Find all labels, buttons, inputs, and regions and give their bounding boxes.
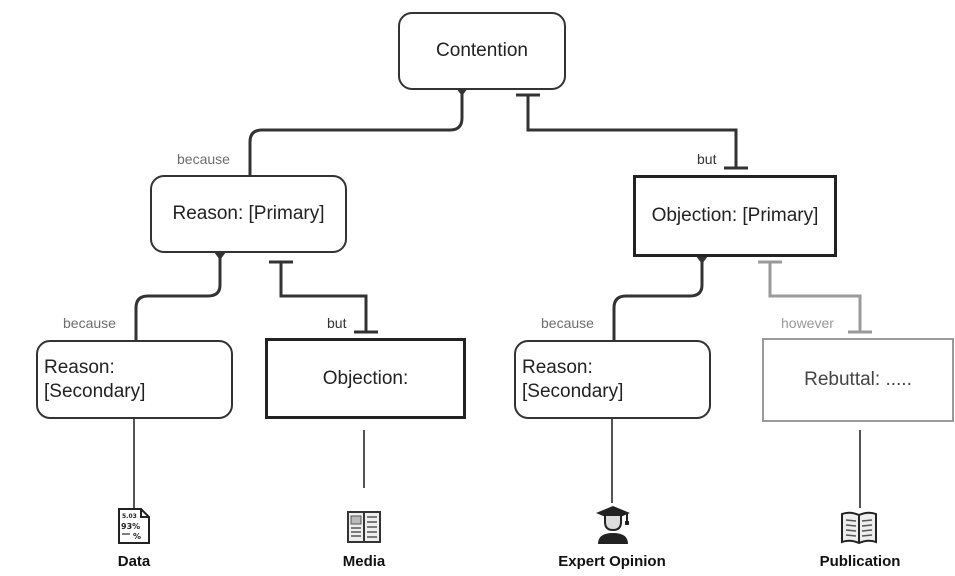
node-label: Objection: bbox=[322, 367, 409, 389]
label-however: however bbox=[781, 315, 834, 331]
resource-label-data: Data bbox=[117, 553, 151, 570]
support-marker bbox=[696, 256, 708, 264]
node-label: Reason: [Primary] bbox=[172, 203, 325, 224]
node-contention: Contention bbox=[398, 12, 566, 90]
node-rebuttal: Rebuttal: ..... bbox=[762, 338, 954, 422]
objection-line bbox=[526, 96, 738, 168]
node-objection-primary: Objection: [Primary] bbox=[633, 175, 837, 257]
newspaper-icon bbox=[346, 510, 382, 549]
label-but: but bbox=[697, 151, 717, 167]
support-line bbox=[612, 256, 704, 340]
label-because: because bbox=[63, 315, 116, 331]
node-label-line1: Reason: bbox=[44, 356, 115, 378]
label-because: because bbox=[177, 151, 230, 167]
support-line bbox=[134, 252, 222, 340]
resource-label-expert-opinion: Expert Opinion bbox=[558, 553, 666, 570]
objection-line bbox=[279, 263, 368, 332]
resource-label-publication: Publication bbox=[819, 553, 901, 570]
node-label-line2: [Secondary] bbox=[44, 380, 146, 402]
label-but: but bbox=[327, 315, 347, 331]
label-because: because bbox=[541, 315, 594, 331]
data-icon-value-2: 93% bbox=[121, 522, 140, 531]
open-book-icon bbox=[840, 510, 878, 549]
support-marker bbox=[456, 88, 468, 96]
support-line bbox=[248, 88, 464, 175]
node-reason-secondary-left: Reason: [Secondary] bbox=[36, 340, 233, 419]
node-label-line2: [Secondary] bbox=[522, 380, 624, 402]
node-reason-primary: Reason: [Primary] bbox=[150, 175, 347, 253]
data-sheet-icon: 5.03 93% % bbox=[117, 507, 151, 550]
data-icon-value-1: 5.03 bbox=[122, 513, 137, 520]
node-objection: Objection: bbox=[265, 338, 466, 419]
data-icon-value-3: % bbox=[133, 532, 141, 541]
graduate-icon bbox=[594, 504, 632, 551]
node-label-line1: Reason: bbox=[522, 356, 593, 378]
node-label: Rebuttal: ..... bbox=[804, 369, 912, 390]
node-label: Contention bbox=[436, 40, 528, 61]
node-reason-secondary-right: Reason: [Secondary] bbox=[514, 340, 711, 419]
rebuttal-line bbox=[768, 263, 862, 332]
node-label: Objection: [Primary] bbox=[651, 205, 819, 226]
support-marker bbox=[214, 252, 226, 260]
resource-label-media: Media bbox=[342, 553, 386, 570]
